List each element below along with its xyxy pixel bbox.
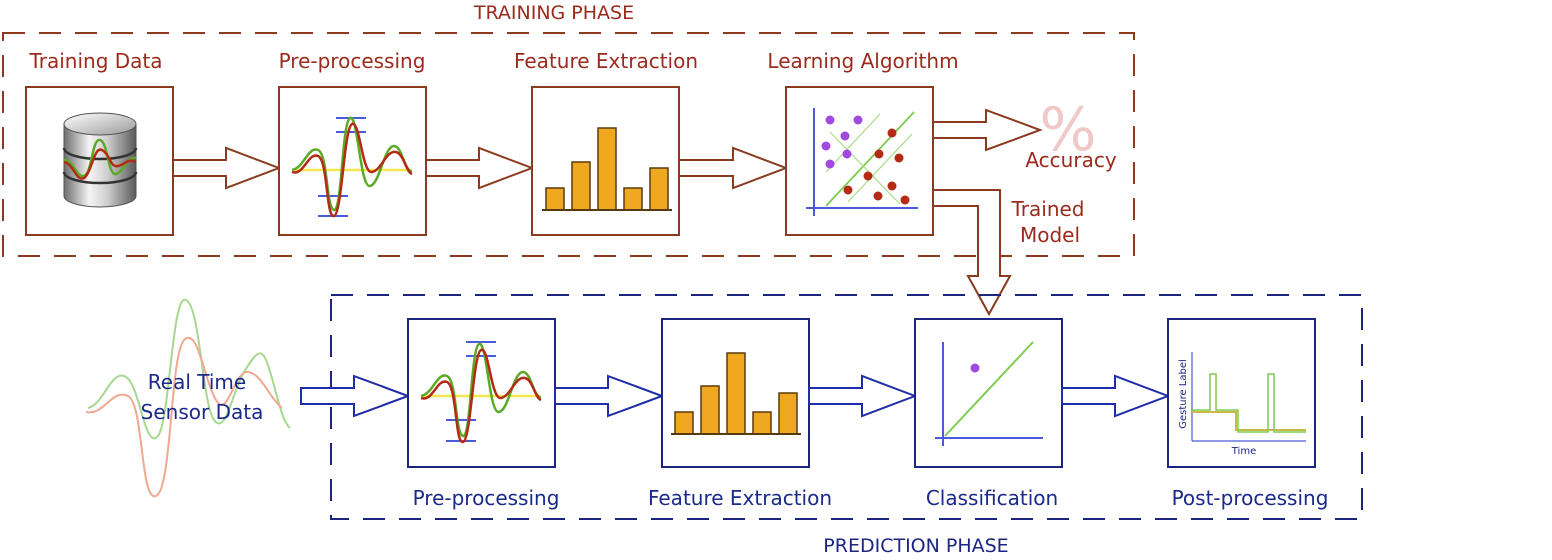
training-data-box: [25, 86, 174, 236]
training-arrow-3: [678, 146, 789, 190]
histogram-icon: [542, 127, 672, 211]
trained-model-arrow: [932, 189, 1012, 317]
filtered-signal-icon: [420, 341, 542, 444]
training-preprocessing-box: [278, 86, 427, 236]
prediction-feature-extraction-label: Feature Extraction: [648, 486, 832, 510]
prediction-arrow-2: [808, 374, 918, 418]
prediction-preprocessing-box: [407, 318, 556, 468]
histogram-icon: [671, 352, 801, 435]
trained-model-label-line2: Model: [1020, 223, 1080, 247]
sensor-data-label-line1: Real Time: [148, 370, 246, 394]
training-phase-title: TRAINING PHASE: [473, 2, 634, 24]
training-preprocessing-label: Pre-processing: [279, 49, 426, 73]
prediction-phase: PREDICTION PHASE Real Time Sensor Data P…: [85, 294, 1363, 557]
prediction-phase-frame: [330, 294, 1363, 520]
training-arrow-1: [172, 146, 282, 190]
training-phase: TRAINING PHASE Training Data Pre-process…: [2, 2, 1135, 257]
prediction-arrow-1: [554, 374, 665, 418]
prediction-feature-extraction-box: [661, 318, 810, 468]
trained-model-label-line1: Trained: [1011, 197, 1085, 221]
classifier-icon: [935, 341, 1043, 446]
plot-xlabel: Time: [1231, 446, 1256, 457]
scatter-classifier-icon: [806, 108, 918, 216]
classification-box: [914, 318, 1063, 468]
prediction-phase-title: PREDICTION PHASE: [823, 535, 1008, 557]
prediction-preprocessing-label: Pre-processing: [413, 486, 560, 510]
gesture-timeline-plot: Gesture Label Time: [1178, 352, 1306, 457]
prediction-arrow-3: [1061, 374, 1171, 418]
learning-algorithm-label: Learning Algorithm: [767, 49, 958, 73]
accuracy-arrow: [932, 108, 1043, 152]
plot-ylabel: Gesture Label: [1178, 359, 1189, 429]
training-phase-frame: [2, 32, 1135, 257]
sensor-signal-icon: [85, 298, 291, 498]
filtered-signal-icon: [291, 116, 413, 218]
prediction-arrow-input: [300, 374, 411, 418]
training-data-label: Training Data: [28, 49, 162, 73]
postprocessing-box: Gesture Label Time: [1167, 318, 1316, 468]
training-feature-extraction-label: Feature Extraction: [514, 49, 698, 73]
training-feature-extraction-box: [531, 86, 680, 236]
database-icon: [62, 112, 138, 208]
classification-label: Classification: [926, 486, 1058, 510]
percent-symbol: %: [1039, 95, 1096, 165]
training-arrow-2: [425, 146, 535, 190]
learning-algorithm-box: [785, 86, 934, 236]
postprocessing-label: Post-processing: [1172, 486, 1329, 510]
sensor-data-label-line2: Sensor Data: [141, 400, 264, 424]
accuracy-label: Accuracy: [1025, 148, 1116, 172]
